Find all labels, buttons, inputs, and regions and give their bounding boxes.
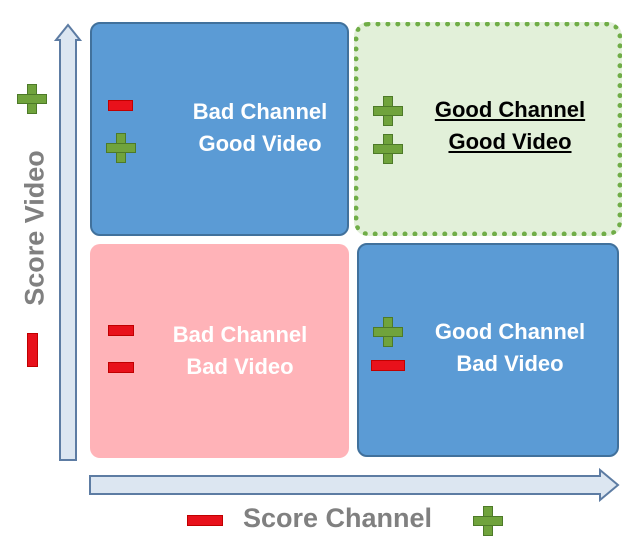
quadrant-top-left-line1: Bad Channel bbox=[192, 99, 328, 124]
plus-icon bbox=[17, 84, 47, 114]
quadrant-bad-channel-good-video bbox=[90, 22, 349, 236]
minus-icon bbox=[27, 333, 38, 367]
y-axis-arrow-shape bbox=[53, 23, 83, 461]
x-axis-arrow-shape bbox=[89, 467, 620, 503]
quadrant-top-left-line2: Good Video bbox=[198, 131, 322, 156]
quadrant-bottom-left-label: Bad Channel Bad Video bbox=[140, 319, 340, 383]
quadrant-good-channel-bad-video bbox=[357, 243, 619, 457]
quadrant-bottom-right-line1: Good Channel bbox=[434, 319, 586, 344]
x-axis-label: Score Channel bbox=[243, 503, 433, 533]
minus-icon bbox=[108, 325, 134, 336]
quadrant-bottom-left-line2: Bad Video bbox=[186, 354, 294, 379]
plus-icon bbox=[106, 133, 136, 163]
minus-icon bbox=[108, 100, 133, 111]
plus-icon bbox=[473, 506, 503, 536]
quadrant-good-channel-good-video bbox=[354, 22, 622, 236]
minus-icon bbox=[187, 515, 223, 526]
quadrant-top-left-label: Bad Channel Good Video bbox=[160, 96, 360, 160]
minus-icon bbox=[108, 362, 134, 373]
plus-icon bbox=[373, 317, 403, 347]
quadrant-bad-channel-bad-video bbox=[90, 244, 349, 458]
quadrant-bottom-right-label: Good Channel Bad Video bbox=[410, 316, 610, 380]
minus-icon bbox=[371, 360, 405, 371]
plus-icon bbox=[373, 96, 403, 126]
plus-icon bbox=[373, 134, 403, 164]
quadrant-top-right-label: Good Channel Good Video bbox=[410, 94, 610, 158]
quadrant-bottom-left-line1: Bad Channel bbox=[172, 322, 308, 347]
quadrant-top-right-line1: Good Channel bbox=[434, 97, 586, 122]
y-axis-label: Score Video bbox=[19, 150, 50, 306]
quadrant-top-right-line2: Good Video bbox=[448, 129, 572, 154]
quadrant-bottom-right-line2: Bad Video bbox=[456, 351, 564, 376]
